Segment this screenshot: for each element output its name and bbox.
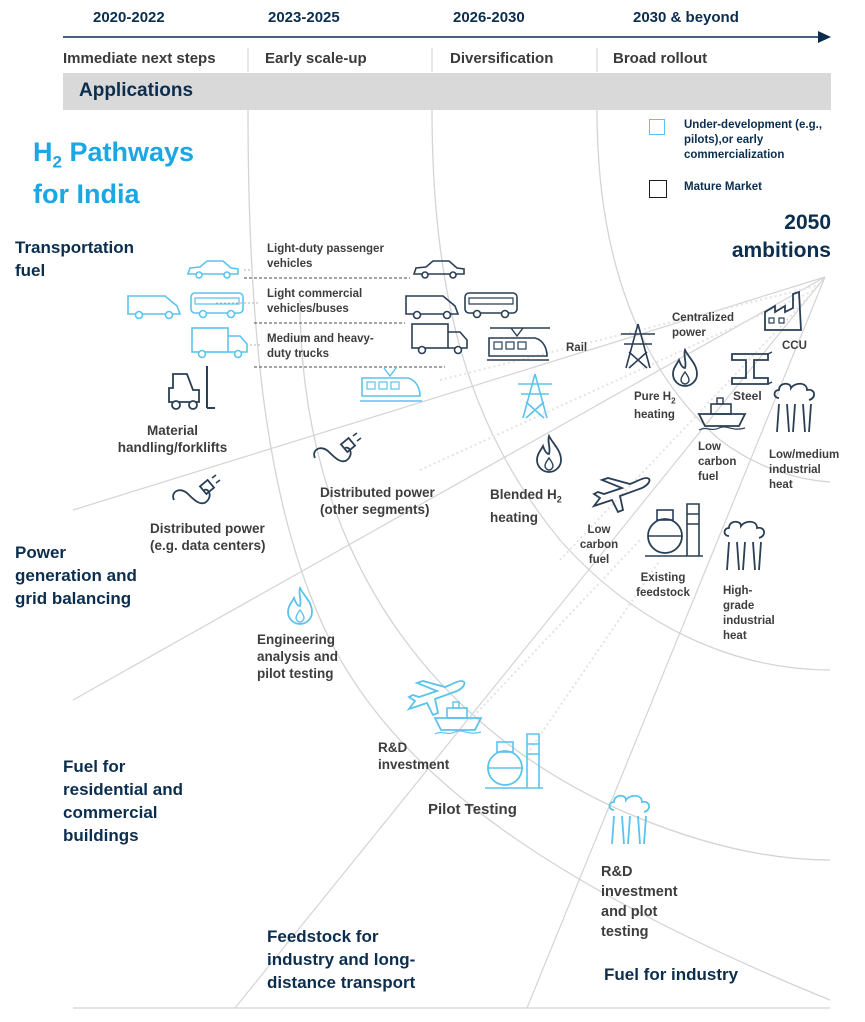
van-icon	[405, 295, 460, 320]
phase-diversification: Diversification	[450, 50, 554, 67]
power-pylon-icon	[621, 323, 655, 369]
label-rail: Rail	[566, 342, 588, 354]
bus-icon	[464, 292, 518, 319]
year-2023-2025: 2023-2025	[268, 9, 340, 26]
applications-label: Applications	[79, 80, 194, 101]
year-2030-beyond: 2030 & beyond	[633, 9, 739, 26]
car-icon	[186, 260, 239, 279]
year-2020-2022: 2020-2022	[93, 9, 165, 26]
car-icon	[412, 260, 465, 279]
truck-icon	[411, 323, 468, 355]
label-distributed-other: Distributed power(other segments)	[320, 485, 435, 517]
phase-immediate: Immediate next steps	[63, 50, 216, 67]
flame-icon	[287, 586, 313, 625]
legend-under-development-swatch	[649, 119, 665, 135]
smokestack-icon	[608, 794, 650, 845]
label-medium-heavy: Medium and heavy-duty trucks	[267, 333, 374, 360]
van-icon	[127, 295, 182, 320]
flame-icon	[536, 434, 562, 473]
plug-icon	[172, 474, 221, 505]
legend-under-development-label: Under-development (e.g., pilots),or earl…	[684, 119, 823, 161]
label-distributed-dc: Distributed power(e.g. data centers)	[150, 521, 266, 553]
phase-early-scale-up: Early scale-up	[265, 50, 367, 67]
ambitions-2050: 2050 ambitions	[731, 211, 831, 262]
factory-icon	[764, 290, 802, 331]
flame-icon	[672, 348, 698, 387]
applications-bar	[63, 73, 831, 110]
page-title: H2 Pathways for India	[33, 137, 195, 210]
forklift-icon	[168, 366, 215, 410]
train-icon	[360, 368, 422, 402]
ship-icon	[697, 397, 747, 431]
category-industry: Fuel for industry	[604, 965, 739, 984]
legend-mature-label: Mature Market	[684, 181, 762, 193]
plug-icon	[313, 432, 362, 463]
bus-icon	[190, 292, 244, 319]
phase-broad-rollout: Broad rollout	[613, 50, 708, 67]
refinery-icon	[485, 733, 543, 789]
truck-icon	[191, 327, 248, 359]
smokestack-icon	[723, 520, 765, 571]
steel-beam-icon	[731, 351, 773, 385]
smokestack-icon	[773, 382, 815, 433]
label-steel: Steel	[733, 389, 762, 403]
ship-icon	[433, 701, 483, 735]
refinery-icon	[645, 503, 703, 557]
power-pylon-icon	[518, 373, 552, 419]
label-pilot-testing: Pilot Testing	[428, 801, 517, 818]
airplane-icon	[591, 477, 651, 514]
legend-mature-swatch	[649, 180, 667, 198]
airplane-icon	[406, 680, 466, 717]
label-ccu: CCU	[782, 340, 807, 352]
year-2026-2030: 2026-2030	[453, 9, 525, 26]
train-icon	[487, 328, 549, 361]
